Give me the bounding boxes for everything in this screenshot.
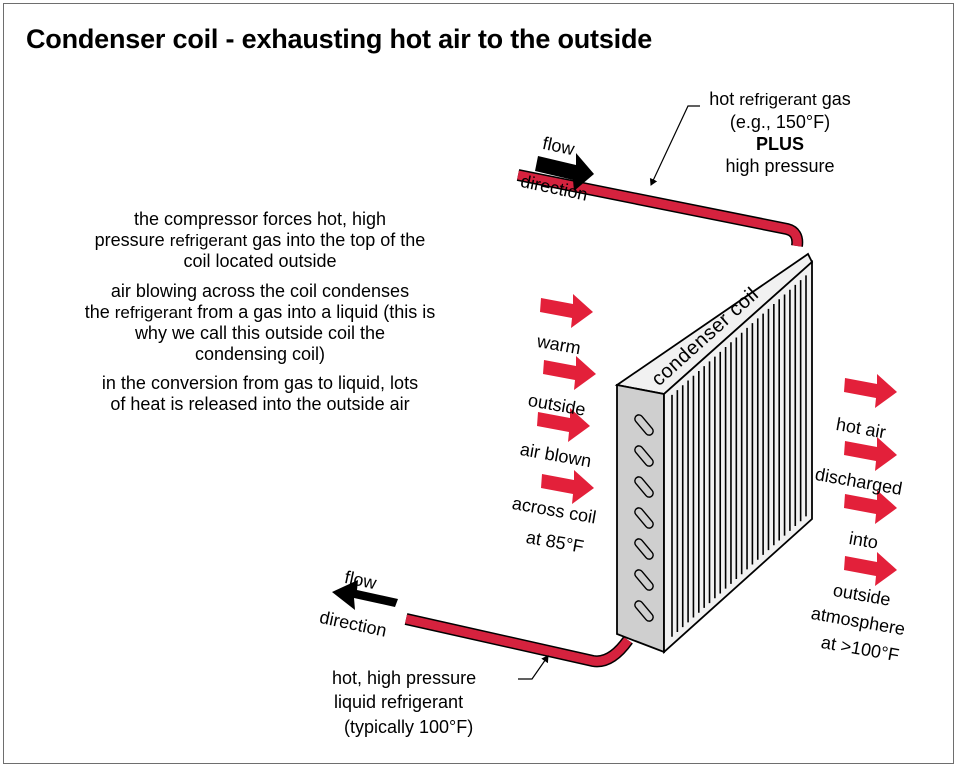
coil-front-face xyxy=(663,259,813,655)
bottom-pipe-label-line2: liquid refrigerant xyxy=(334,692,464,712)
diagram-title: Condenser coil - exhausting hot air to t… xyxy=(26,24,653,54)
coil-slot xyxy=(634,414,654,436)
flow-arrow-out-icon xyxy=(332,580,398,610)
coil-slot xyxy=(634,476,654,498)
text-line: of heat is released into the outside air xyxy=(110,394,410,414)
exhaust-air-arrow-icon xyxy=(844,552,897,586)
bottom-pipe-leader xyxy=(518,655,549,680)
bottom-pipe-label-line3: (typically 100°F) xyxy=(344,717,474,737)
condenser-coil xyxy=(614,252,814,655)
diagram-frame xyxy=(3,3,954,764)
text-line: the refrigerant from a gas into a liquid… xyxy=(84,302,436,322)
coil-slot xyxy=(634,569,654,591)
text-line: coil located outside xyxy=(183,251,337,271)
intake-air-arrow-icon xyxy=(541,470,594,504)
top-pipe-label: hot refrigerant gas (e.g., 150°F) PLUS h… xyxy=(660,88,900,177)
text-line: (e.g., 150°F) xyxy=(729,112,831,132)
text-line: air blowing across the coil condenses xyxy=(110,281,410,301)
top-refrigerant-pipe xyxy=(516,169,804,247)
explanation-compressor: the compressor forces hot, high pressure… xyxy=(40,209,480,272)
flow-arrow-in-icon xyxy=(535,153,594,191)
coil-side-slots xyxy=(634,414,654,622)
text-line: why we call this outside coil the xyxy=(134,323,386,343)
text-line: pressure refrigerant gas into the top of… xyxy=(94,230,426,250)
text-line: PLUS xyxy=(755,134,804,154)
coil-fins xyxy=(671,275,807,637)
explanation-heat-release: in the conversion from gas to liquid, lo… xyxy=(40,373,480,415)
intake-air-arrow-icon xyxy=(540,294,593,328)
coil-slot xyxy=(634,445,654,467)
bottom-refrigerant-pipe xyxy=(404,613,633,668)
explanation-condensing: air blowing across the coil condenses th… xyxy=(30,281,490,365)
exhaust-air-arrow-icon xyxy=(844,490,897,524)
text-line: high pressure xyxy=(725,156,835,176)
exhaust-air-arrow-icon xyxy=(844,374,897,408)
exhaust-air-arrow-icon xyxy=(844,437,897,471)
coil-slot xyxy=(634,507,654,529)
airflow-arrows xyxy=(537,294,897,586)
text-line: the compressor forces hot, high xyxy=(133,209,387,229)
bottom-pipe-label-line1: hot, high pressure xyxy=(332,668,477,688)
text-line: hot refrigerant gas xyxy=(709,89,851,109)
intake-air-arrow-icon xyxy=(543,356,596,390)
text-line: condensing coil) xyxy=(194,344,326,364)
coil-slot xyxy=(634,538,654,560)
coil-slot xyxy=(634,600,654,622)
intake-air-arrow-icon xyxy=(537,408,590,442)
text-line: in the conversion from gas to liquid, lo… xyxy=(101,373,419,393)
top-pipe-leader xyxy=(649,105,700,186)
